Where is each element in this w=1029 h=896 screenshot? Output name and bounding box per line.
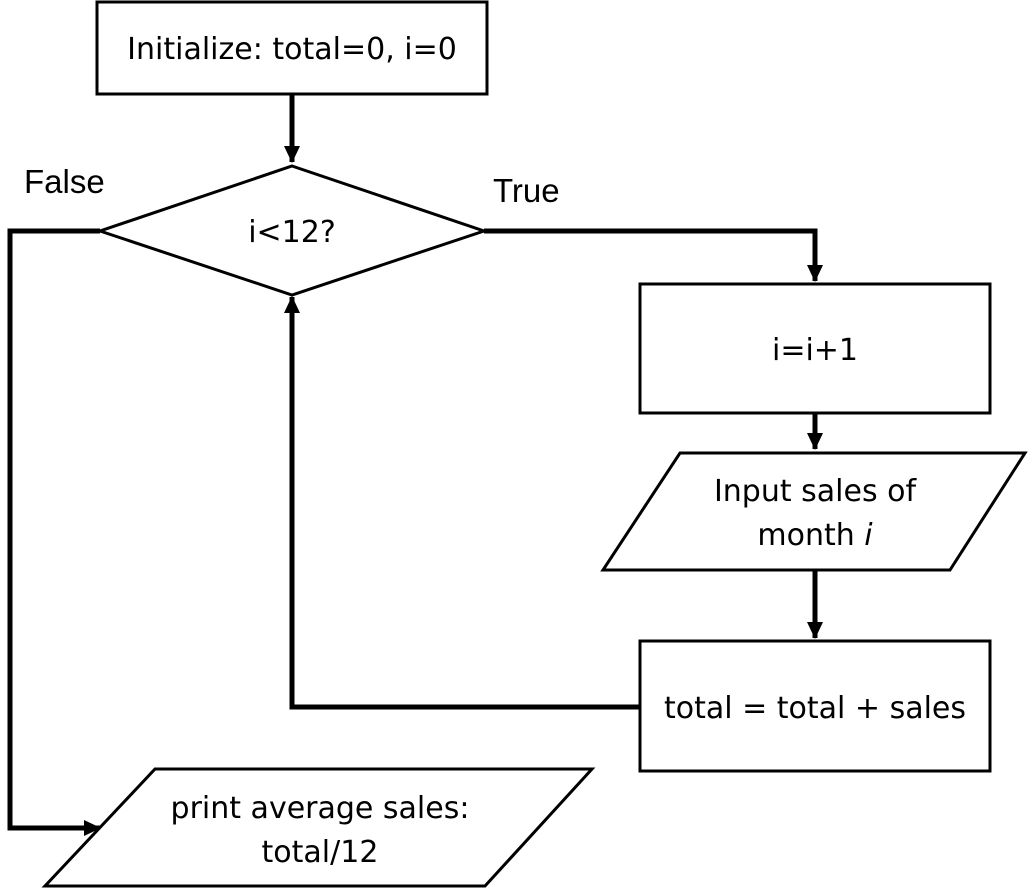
loop-decision-text: i<12? bbox=[248, 215, 336, 250]
init-process-box: Initialize: total=0, i=0 bbox=[95, 0, 489, 96]
accumulate-process-box: total = total + sales bbox=[638, 639, 992, 773]
init-process-text: Initialize: total=0, i=0 bbox=[127, 32, 457, 67]
false-branch-label: False bbox=[24, 163, 105, 200]
arrow-false-to-output bbox=[7, 228, 101, 836]
accumulate-process-text: total = total + sales bbox=[664, 691, 966, 726]
input-sales-month-variable: i bbox=[864, 518, 873, 553]
output-average-parallelogram: print average sales: total/12 bbox=[41, 767, 596, 888]
input-sales-text-line1: Input sales of bbox=[714, 474, 918, 509]
arrow-accumulate-loop-back bbox=[284, 296, 640, 710]
output-average-text-line1: print average sales: bbox=[171, 791, 470, 826]
input-sales-month-word: month bbox=[757, 518, 864, 553]
true-branch-label: True bbox=[493, 172, 560, 209]
loop-decision-diamond: i<12? bbox=[95, 164, 489, 297]
increment-process-text: i=i+1 bbox=[772, 333, 858, 368]
increment-process-box: i=i+1 bbox=[638, 282, 992, 415]
input-sales-parallelogram: Input sales of month i bbox=[600, 451, 1028, 572]
output-average-text-line2: total/12 bbox=[262, 835, 379, 870]
arrow-true-to-increment bbox=[484, 228, 823, 282]
input-sales-text-line2: month i bbox=[757, 518, 873, 553]
